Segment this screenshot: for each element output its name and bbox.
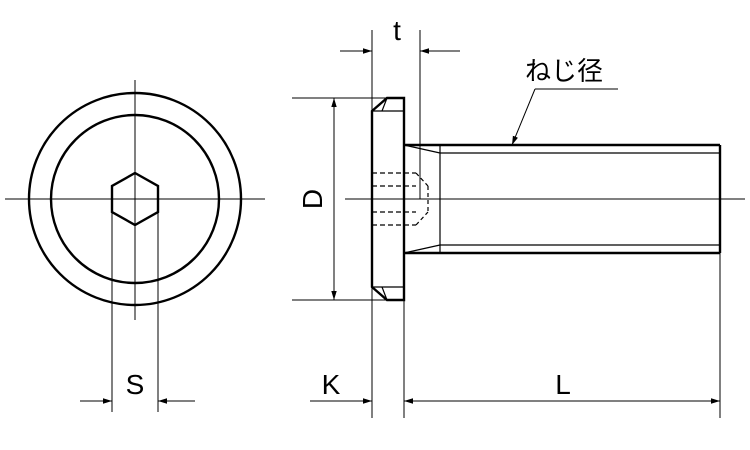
fillet-top <box>403 144 441 154</box>
head-inner-edge-top <box>381 97 388 112</box>
l-label: L <box>555 369 571 400</box>
k-label: K <box>322 369 341 400</box>
hex-socket <box>110 171 160 227</box>
t-label: t <box>393 15 401 46</box>
fillet-bottom <box>403 244 441 254</box>
s-label: S <box>126 369 145 400</box>
head-inner-edge-bottom <box>381 286 388 301</box>
d-label: D <box>297 189 328 209</box>
socket-hidden-lines <box>372 172 429 226</box>
side-view: t D K L ねじ径 <box>292 15 745 418</box>
end-view: S <box>5 80 265 412</box>
thread-note-leader <box>511 88 536 146</box>
thread-diameter-note: ねじ径 <box>525 57 603 87</box>
